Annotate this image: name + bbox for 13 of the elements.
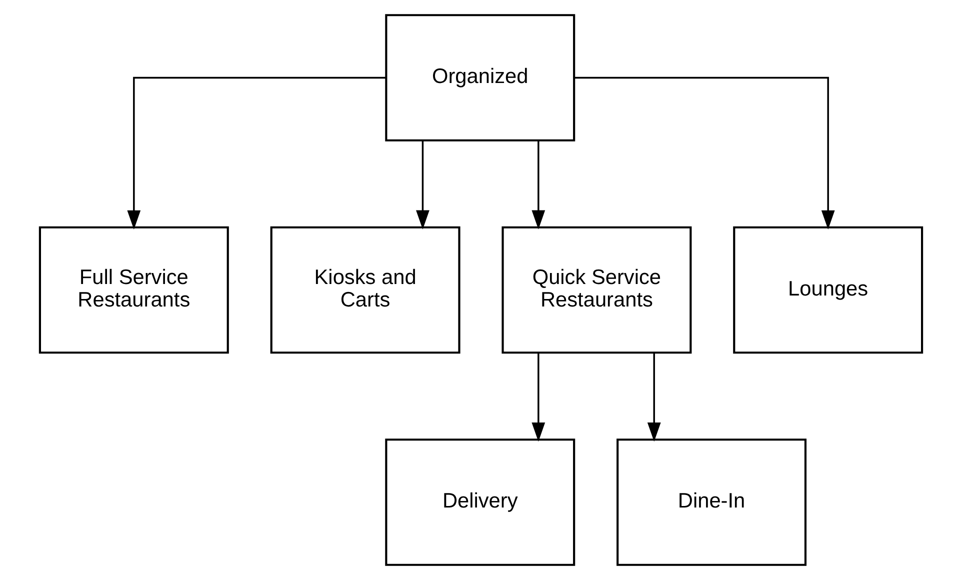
arrow — [126, 76, 386, 230]
arrow — [531, 353, 545, 442]
node-box: Delivery — [384, 438, 575, 566]
node-box: Kiosks and Carts — [270, 226, 460, 354]
arrow — [574, 76, 834, 230]
arrow — [416, 140, 429, 230]
node-box: Organized — [384, 14, 575, 142]
arrow — [531, 140, 545, 230]
node-box: Quick Service Restaurants — [501, 226, 692, 354]
node-box: Lounges — [732, 226, 923, 354]
node-box: Full Service Restaurants — [38, 226, 228, 354]
arrow — [646, 353, 660, 442]
node-box: Dine-In — [616, 438, 806, 566]
